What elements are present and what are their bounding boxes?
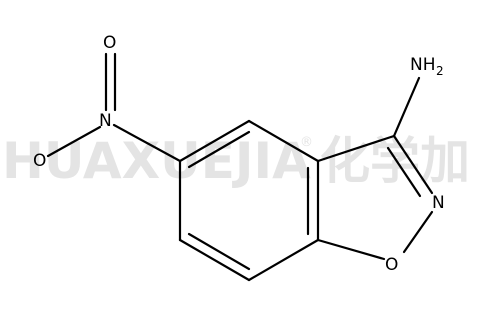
bond-c3-n2: [392, 134, 434, 195]
bond-c4-c3a: [247, 119, 320, 163]
bond-c3-nh2: [392, 76, 421, 138]
bond-c5-c4: [178, 119, 251, 163]
atom-nh2-subscript: 2: [436, 64, 444, 78]
bond-c5-c4-inner: [187, 130, 251, 169]
atom-nitro-n-label: N: [99, 111, 112, 131]
bond-c3-n2-inner: [386, 146, 422, 198]
atom-nitro-o-left-label: O: [33, 151, 46, 171]
bond-c7-c6-inner: [187, 232, 251, 271]
bond-nitro-n-o-left: [46, 125, 102, 158]
bonds: [46, 52, 434, 282]
watermark-text: HUAXUEJIA: [2, 132, 311, 190]
atom-labels: NH 2 N O N O O: [33, 33, 445, 275]
watermark-chinese-text: 化学加: [320, 132, 470, 190]
bond-c3a-c3: [316, 134, 396, 163]
bond-c7-c6: [178, 238, 251, 282]
atom-nitro-o-top-label: O: [103, 33, 116, 53]
watermark-registered-mark: ®: [300, 135, 313, 150]
atom-nh2-label: NH: [410, 55, 436, 75]
bond-o1-c7a: [316, 238, 386, 261]
bond-n2-o1: [402, 210, 434, 254]
watermark: HUAXUEJIA ® 化学加: [2, 132, 470, 190]
bond-c5-nitro-n: [112, 123, 182, 163]
bond-c7a-c7: [247, 238, 320, 282]
atom-ring-n-label: N: [432, 193, 445, 213]
atom-ring-o-label: O: [385, 255, 398, 275]
